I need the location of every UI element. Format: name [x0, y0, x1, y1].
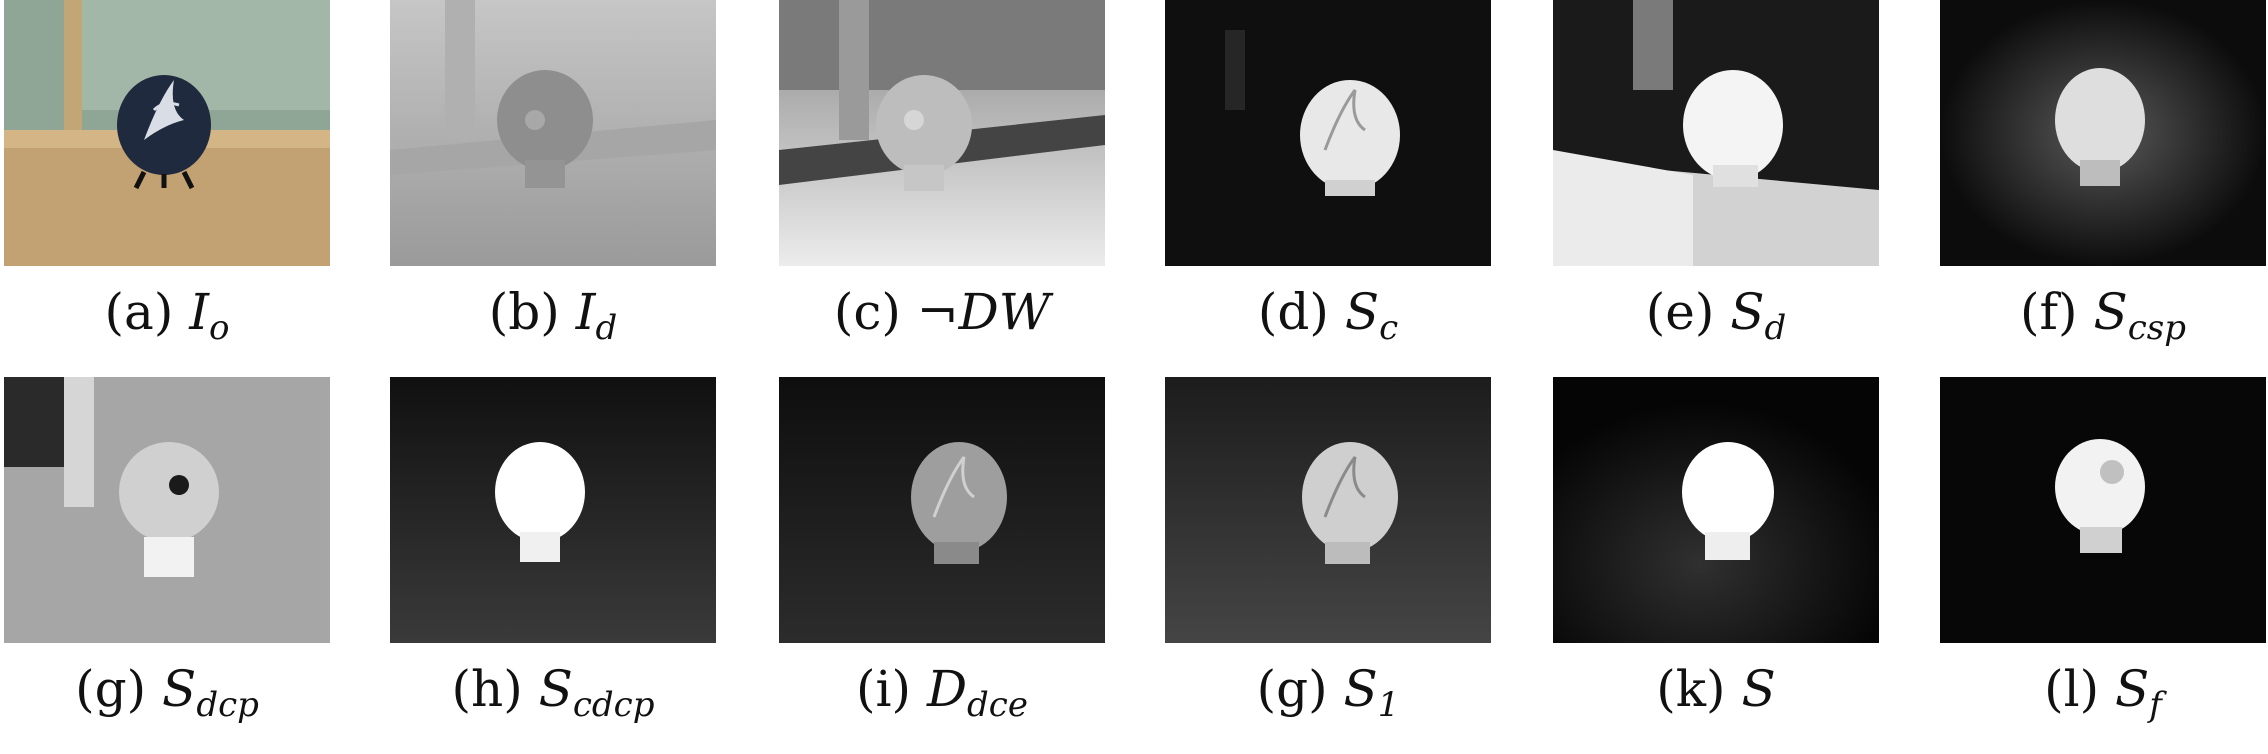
- image-depth-saliency: [1553, 0, 1879, 266]
- caption-i: (i) Ddce: [856, 660, 1028, 725]
- caption-l: (l) Sf: [2044, 660, 2162, 725]
- image-depth-contrast: [779, 377, 1105, 643]
- image-color-depth-center-prior: [390, 377, 716, 643]
- caption-f: (f) Scsp: [2020, 283, 2186, 348]
- caption-b: (b) Id: [488, 283, 618, 348]
- image-depth-center-prior: [4, 377, 330, 643]
- image-final-saliency: [1940, 377, 2266, 643]
- image-original: [4, 0, 330, 266]
- caption-g2: (g) S1: [1256, 660, 1400, 725]
- caption-e: (e) Sd: [1645, 283, 1787, 348]
- image-color-saliency: [1165, 0, 1491, 266]
- caption-h: (h) Scdcp: [451, 660, 655, 725]
- image-saliency: [1553, 377, 1879, 643]
- caption-d: (d) Sc: [1257, 283, 1399, 348]
- image-depth: [390, 0, 716, 266]
- caption-a: (a) Io: [104, 283, 230, 348]
- image-saliency-1: [1165, 377, 1491, 643]
- caption-k: (k) S: [1656, 660, 1776, 718]
- image-depth-weight: [779, 0, 1105, 266]
- image-color-spatial-prior: [1940, 0, 2266, 266]
- caption-c: (c) ¬DW: [833, 283, 1051, 341]
- caption-g: (g) Sdcp: [75, 660, 259, 725]
